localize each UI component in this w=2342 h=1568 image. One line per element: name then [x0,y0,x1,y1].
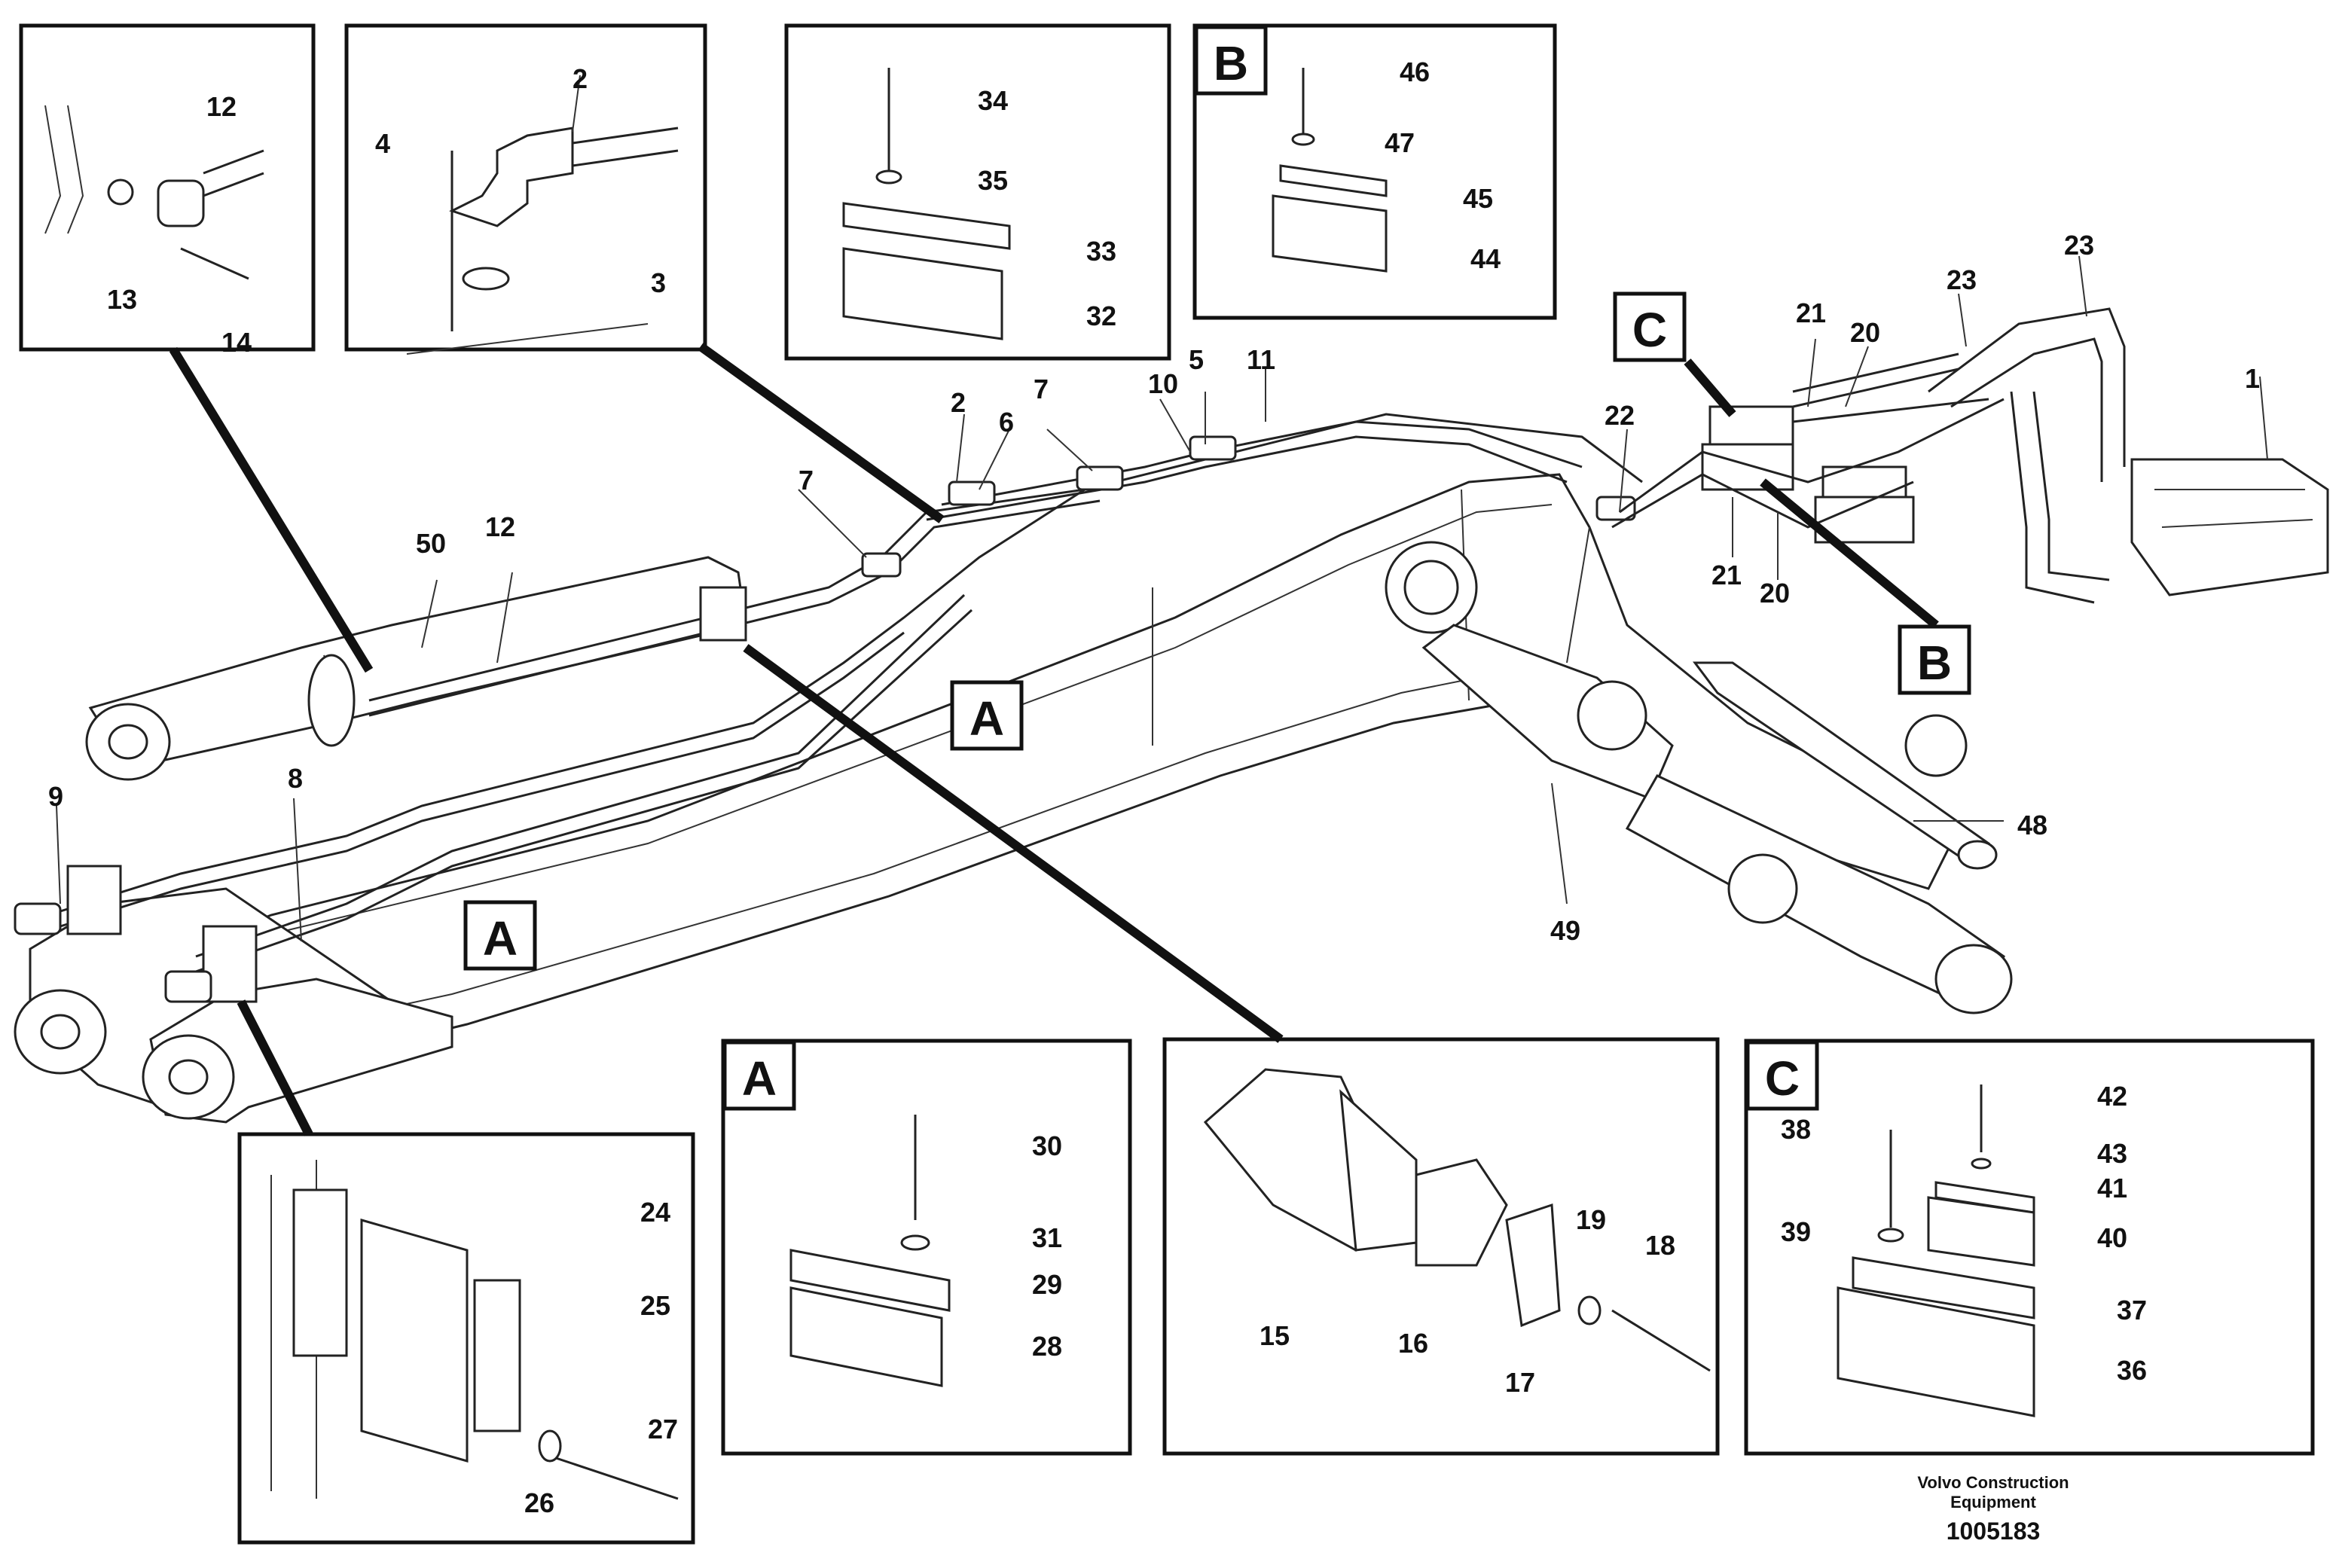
part-label-23: 23 [1947,264,1977,295]
callout-tag-c-box: C [1745,1040,1819,1111]
part-label-21: 21 [1711,560,1742,590]
callout-tag-b-box: B [1194,25,1268,96]
part-label-26: 26 [524,1487,554,1518]
callout-tag-a-main-1: A [950,680,1024,751]
svg-text:C: C [1632,303,1667,357]
detail-clamp-c [1744,1039,2315,1456]
detail-clamp-24 [237,1132,695,1545]
part-label-15: 15 [1260,1320,1290,1351]
part-label-37: 37 [2117,1295,2147,1325]
leader-lines [56,75,2268,942]
part-label-21: 21 [1796,297,1826,328]
part-label-9: 9 [48,781,63,812]
part-label-29: 29 [1032,1269,1062,1300]
boom-assembly [14,307,2329,1124]
part-label-10: 10 [1148,368,1178,399]
part-label-2: 2 [951,387,966,418]
part-label-40: 40 [2097,1222,2127,1253]
part-label-22: 22 [1605,400,1635,431]
part-label-48: 48 [2017,810,2047,840]
part-label-24: 24 [640,1197,670,1228]
maker-name-line2: Equipment [1950,1493,2036,1512]
svg-text:A: A [969,691,1004,746]
callout-tag-b-main: B [1898,624,1971,695]
part-label-19: 19 [1576,1204,1606,1235]
callout-tag-a-box: A [722,1040,796,1111]
part-label-7: 7 [1034,374,1049,404]
part-label-42: 42 [2097,1081,2127,1112]
part-label-17: 17 [1505,1367,1535,1398]
part-label-44: 44 [1470,243,1501,274]
part-label-27: 27 [648,1414,678,1444]
callout-tag-c-main: C [1613,291,1687,362]
part-label-4: 4 [375,128,390,159]
part-label-41: 41 [2097,1173,2127,1203]
maker-name-line1: Volvo Construction [1917,1473,2069,1492]
drawing-number: 1005183 [1947,1518,2041,1545]
part-label-30: 30 [1032,1130,1062,1161]
part-label-3: 3 [651,267,666,298]
part-label-7: 7 [798,465,814,496]
detail-elbow-2 [344,23,707,355]
pointer-lines [169,343,1939,1136]
part-label-11: 11 [1247,344,1275,375]
part-label-1: 1 [2245,363,2260,394]
drawing-footer: Volvo Construction Equipment 1005183 [1917,1473,2069,1545]
part-label-46: 46 [1400,56,1430,87]
part-label-38: 38 [1781,1114,1811,1145]
part-label-47: 47 [1385,127,1415,158]
part-label-16: 16 [1398,1328,1428,1359]
part-label-39: 39 [1781,1216,1811,1247]
part-label-32: 32 [1086,300,1116,331]
svg-text:B: B [1917,636,1952,690]
part-label-45: 45 [1463,183,1493,214]
part-labels: 1 2 2 3 4 5 6 7 7 8 9 10 11 12 12 13 14 … [48,56,2260,1518]
part-label-14: 14 [221,327,252,358]
part-label-50: 50 [416,528,446,559]
part-label-49: 49 [1550,915,1580,946]
svg-text:B: B [1214,36,1248,90]
part-label-5: 5 [1189,344,1204,375]
part-label-6: 6 [999,407,1014,438]
detail-clamp-32 [784,23,1171,361]
detail-fitting-12 [19,23,316,352]
part-label-36: 36 [2117,1355,2147,1386]
part-label-12: 12 [206,91,237,122]
part-label-31: 31 [1032,1222,1062,1253]
svg-text:C: C [1765,1051,1800,1106]
part-label-28: 28 [1032,1331,1062,1362]
part-label-20: 20 [1760,578,1790,609]
part-label-8: 8 [288,763,303,794]
callout-tag-a-main-2: A [463,900,537,971]
part-label-33: 33 [1086,236,1116,267]
detail-clamp-b [1192,23,1557,320]
part-label-2: 2 [573,63,588,94]
part-label-18: 18 [1645,1230,1675,1261]
svg-text:A: A [483,911,518,966]
detail-bracket-15 [1162,1037,1720,1456]
part-label-25: 25 [640,1290,670,1321]
svg-text:A: A [742,1051,777,1106]
part-label-34: 34 [978,85,1008,116]
part-label-43: 43 [2097,1138,2127,1169]
part-label-23: 23 [2064,230,2094,261]
part-label-13: 13 [107,284,137,315]
part-label-20: 20 [1850,317,1880,348]
part-label-35: 35 [978,165,1008,196]
part-label-12: 12 [485,511,515,542]
